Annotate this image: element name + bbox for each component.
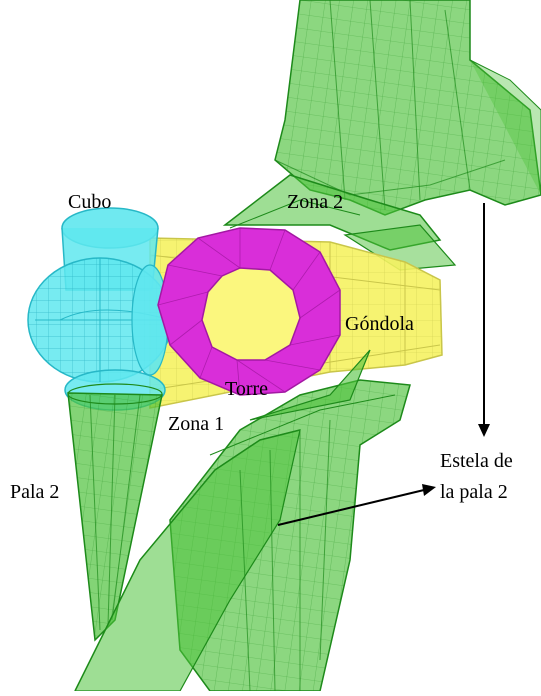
nacelle-label: Góndola (345, 312, 414, 336)
hub-label: Cubo (68, 190, 111, 214)
wake-label-line1: Estela de (440, 449, 513, 473)
wake-label-line2: la pala 2 (440, 480, 508, 504)
zone1-label: Zona 1 (168, 412, 224, 436)
blade2-label: Pala 2 (10, 480, 59, 504)
hub-mesh (28, 208, 172, 410)
tower-label: Torre (225, 377, 268, 401)
zone2-label: Zona 2 (287, 190, 343, 214)
